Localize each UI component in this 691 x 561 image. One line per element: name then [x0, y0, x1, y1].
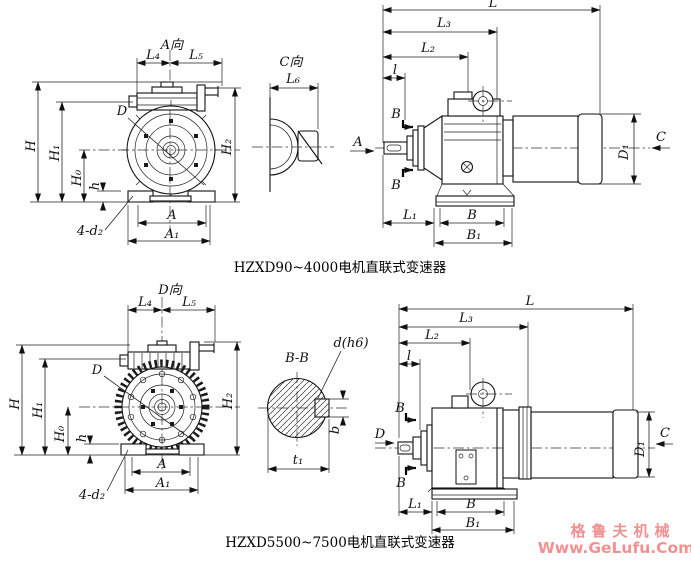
shaft-keyway [386, 144, 402, 152]
view-arrow-d-label: D [374, 427, 386, 442]
fan-cowl [612, 409, 639, 479]
dim-label-h0: H₀ [53, 425, 68, 443]
side-view-hzxd90: A L L₃ L₂ l B B [350, 0, 670, 247]
dim-label-h-foot: h [88, 182, 103, 190]
section-title: B-B [284, 351, 309, 366]
worm-housing [119, 340, 215, 371]
section-mark-top [401, 120, 414, 130]
dim-label-l-small: l [407, 349, 411, 364]
view-arrow-a-label: A [352, 135, 362, 150]
inspection-cover [455, 449, 477, 485]
section-mark-bottom-label: B [395, 476, 406, 491]
motor-flange [502, 409, 520, 479]
dim-label-d-bore: D [91, 363, 103, 378]
output-shaft [383, 141, 408, 155]
dim-label-l3: L₃ [458, 311, 473, 326]
view-arrow-c-label: C [656, 130, 666, 145]
section-mark-top [404, 413, 417, 423]
front-view-hzxd5500: D向 L₄ L₅ [8, 283, 241, 503]
dim-label-l1: L₁ [402, 208, 417, 223]
dim-label-l4: L₄ [145, 48, 160, 63]
dim-label-foot-holes: 4-d₂ [76, 224, 103, 239]
output-flange [189, 341, 200, 371]
dim-label-key-width: b [328, 426, 343, 434]
section-mark-bottom [404, 465, 417, 475]
dim-label-b: B [466, 208, 477, 223]
section-mark-top-label: B [390, 107, 401, 122]
dim-label-b1: B₁ [465, 516, 481, 531]
dim-label-shaft-dia: d(h6) [333, 336, 368, 351]
base-plate [431, 488, 518, 500]
dim-label-h1: H₁ [48, 145, 63, 163]
section-view-bb: B-B d(h6) b t₁ [258, 336, 369, 473]
watermark-brand: 格鲁夫机械 [570, 522, 675, 540]
dim-label-l-small: l [393, 63, 397, 78]
section-mark-bottom [401, 167, 414, 177]
dim-label-foot-holes: 4-d₂ [78, 488, 105, 503]
bolt-circles [127, 370, 197, 444]
dim-label-l2: L₂ [420, 41, 435, 56]
dim-label-b1: B₁ [466, 228, 482, 243]
reducer-profile [397, 378, 639, 500]
mounting-feet [127, 190, 216, 203]
section-mark-top-label: B [394, 401, 405, 416]
dim-label-l5: L₅ [181, 295, 197, 310]
side-view-hzxd5500: D L L₃ L₂ l B B [374, 294, 673, 534]
dim-label-l5: L₅ [188, 48, 204, 63]
bolt-heads [144, 119, 198, 181]
output-flange [196, 84, 206, 112]
watermark: 格鲁夫机械 Www.GeLufu.Com [538, 522, 691, 557]
dim-label-b: B [465, 497, 476, 512]
view-title-c: C向 [280, 55, 304, 70]
fan-cowl [577, 113, 603, 185]
dim-label-l-total: L [488, 0, 498, 11]
dim-label-d1: D₁ [633, 441, 648, 458]
base-plate [435, 195, 515, 207]
view-title-d: D向 [157, 283, 182, 298]
dim-label-l2: L₂ [424, 328, 439, 343]
dim-label-h-foot: h [75, 434, 90, 442]
housing-taper [423, 114, 443, 182]
dim-label-a: A [156, 457, 166, 472]
watermark-url: Www.GeLufu.Com [538, 539, 691, 557]
gear-body [122, 100, 220, 200]
motor-body [530, 411, 614, 479]
dim-label-d1: D₁ [617, 144, 632, 161]
motor-body [512, 115, 579, 183]
dim-label-h1: H₁ [31, 402, 46, 420]
dim-label-a1: A₁ [155, 476, 171, 491]
dim-label-h2: H₂ [221, 393, 236, 411]
caption-hzxd5500: HZXD5500~7500电机直联式变速器 [225, 535, 455, 551]
motor-flange [502, 119, 514, 177]
section-mark-bottom-label: B [390, 178, 401, 193]
dim-label-l1: L₁ [407, 497, 422, 512]
bolt-heads [141, 389, 183, 426]
view-title-a: A向 [160, 38, 184, 53]
gearbox-body [441, 115, 504, 185]
worm-housing [128, 81, 219, 112]
caption-hzxd90: HZXD90~4000电机直联式变速器 [234, 260, 447, 276]
dim-label-h0: H₀ [70, 169, 85, 187]
reducer-profile [383, 86, 603, 207]
view-arrow-c-label: C [660, 426, 670, 441]
c-direction-view: C向 L₆ [252, 55, 334, 192]
front-view-hzxd90: A向 L₄ L₅ [24, 38, 241, 245]
shaft-keyway [399, 444, 411, 452]
dim-label-l-total: L [525, 294, 535, 309]
dim-label-l3: L₃ [436, 16, 451, 31]
mounting-feet [120, 443, 205, 456]
dim-label-l6: L₆ [285, 72, 300, 87]
dim-label-a: A [166, 208, 176, 223]
dim-label-h-total: H [24, 140, 39, 153]
dim-label-h2: H₂ [220, 139, 235, 157]
dim-label-l4: L₄ [137, 295, 152, 310]
dim-label-h-total: H [8, 398, 23, 411]
dim-label-key-depth: t₁ [293, 453, 303, 468]
dim-label-d-bore: D [116, 104, 128, 119]
dim-label-a1: A₁ [164, 227, 180, 242]
